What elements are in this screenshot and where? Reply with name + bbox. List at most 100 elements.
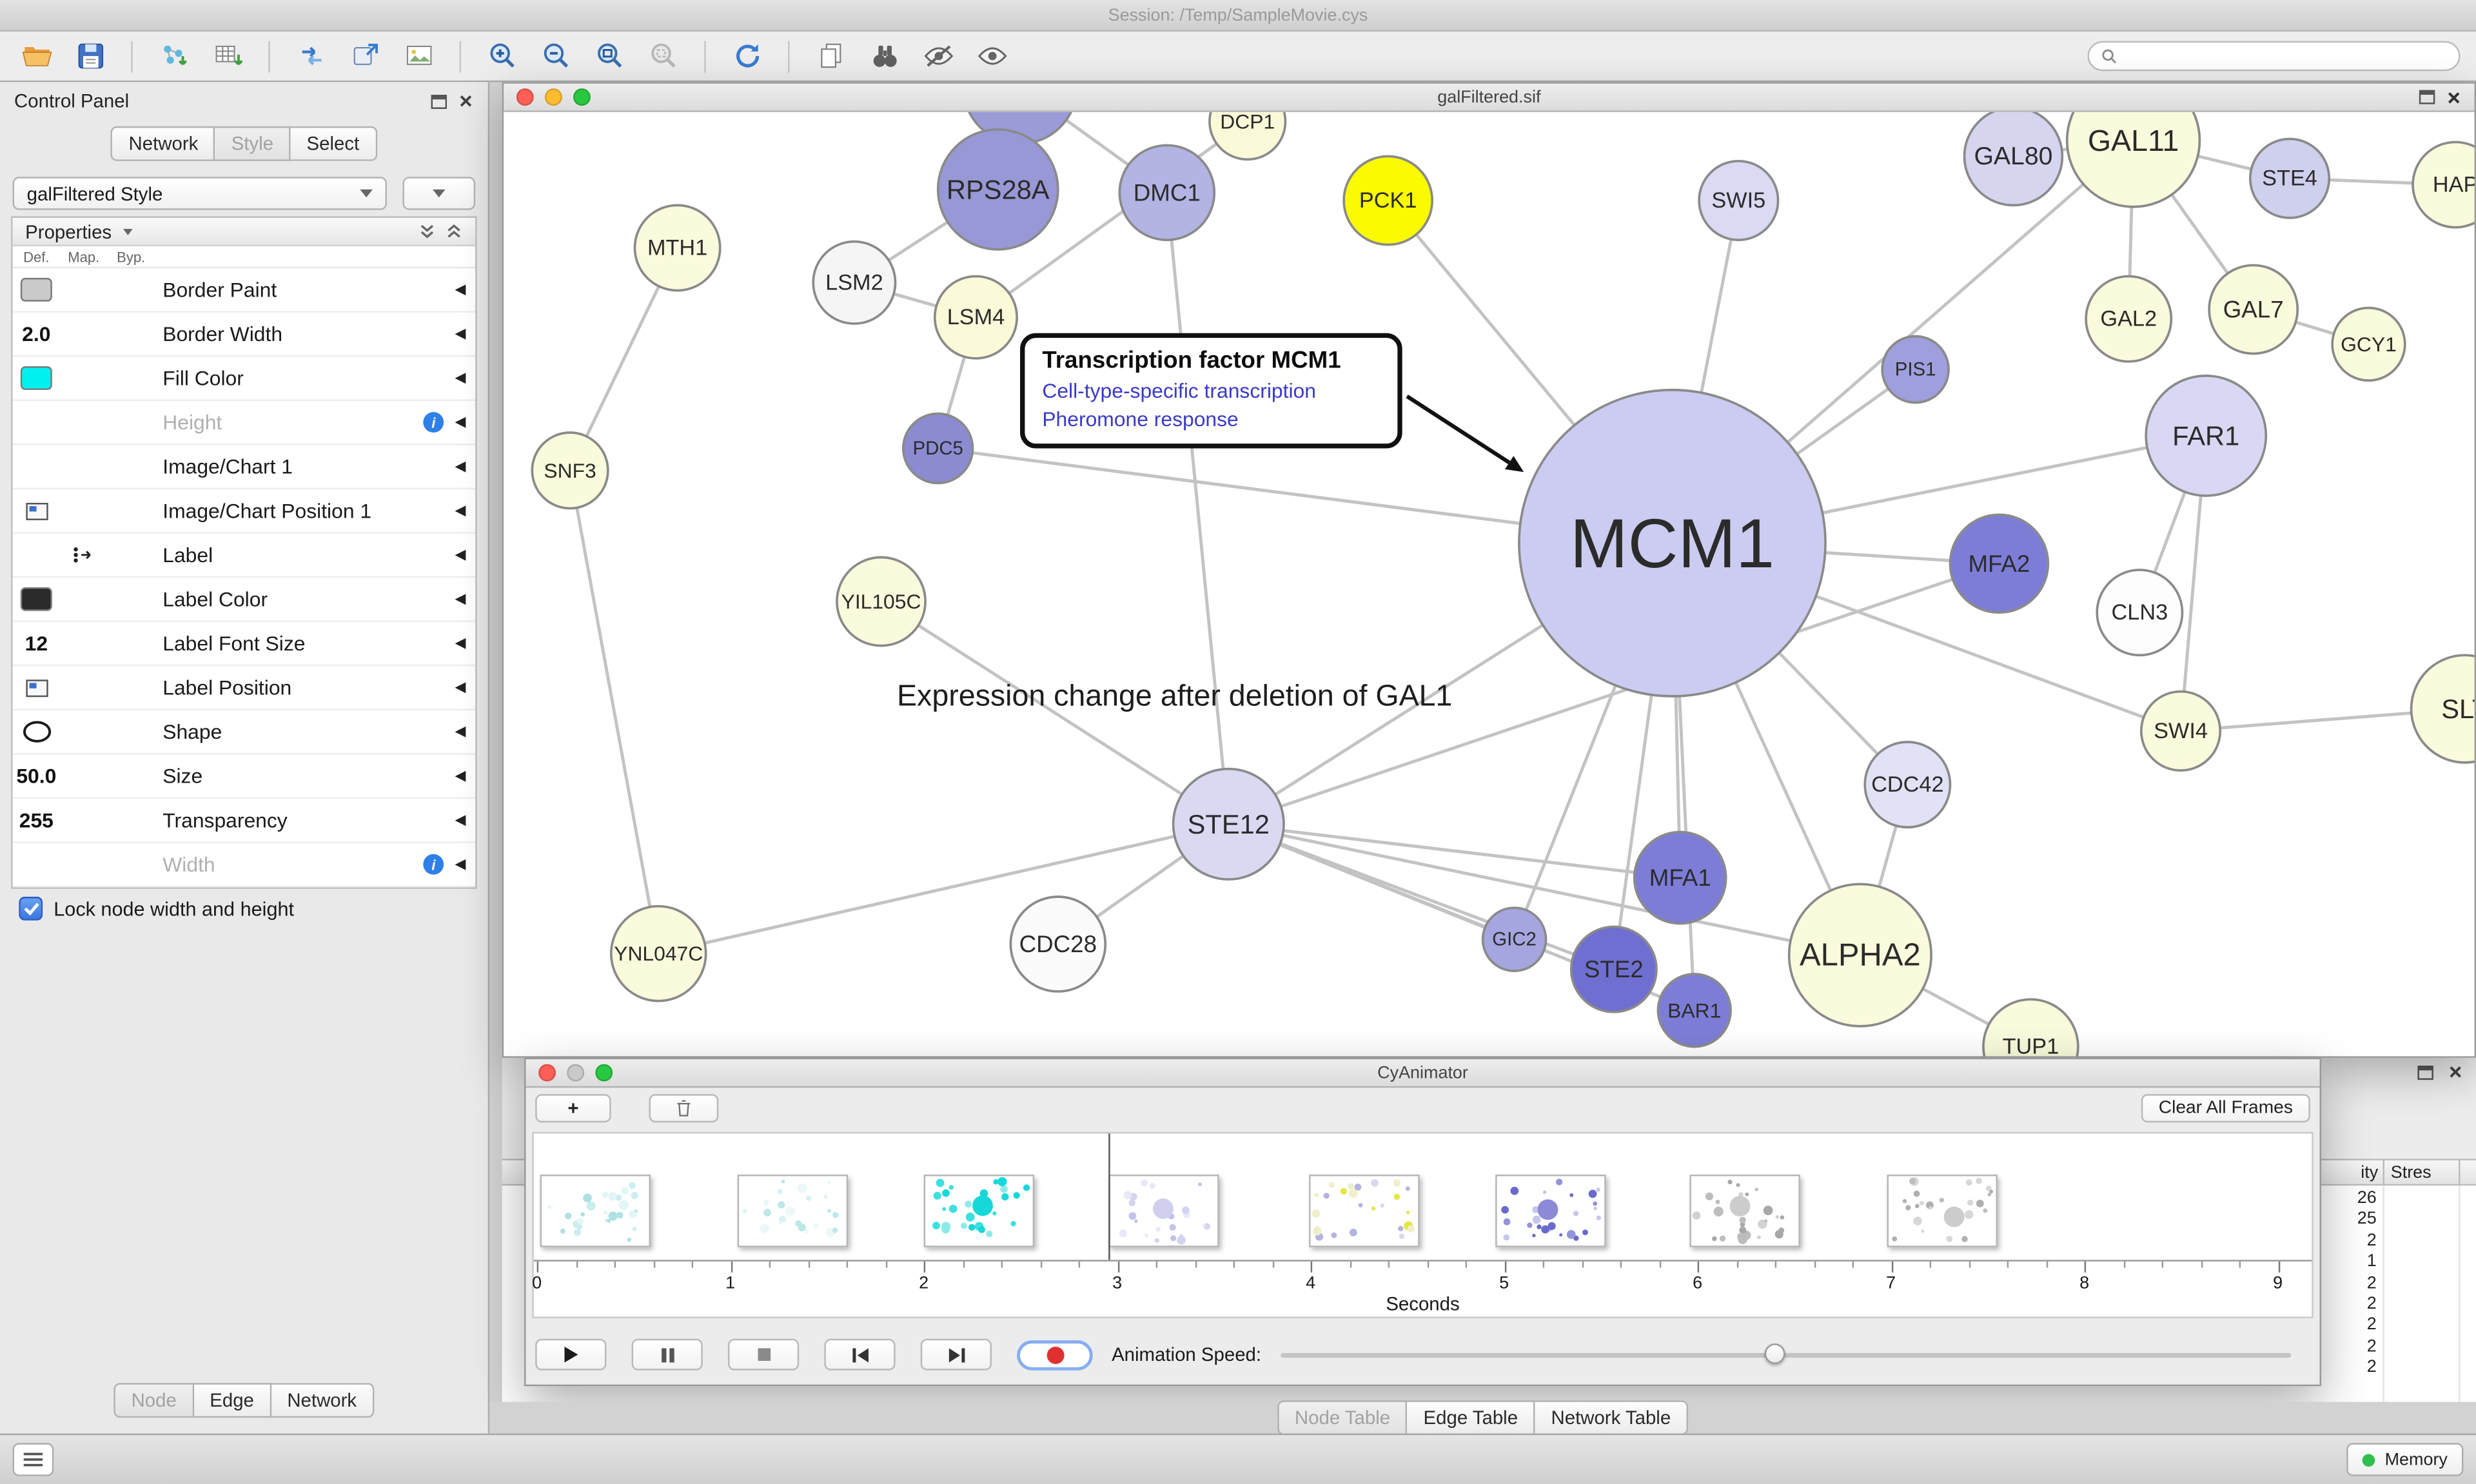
record-button[interactable]: [1017, 1339, 1093, 1370]
memory-button[interactable]: Memory: [2346, 1443, 2464, 1476]
node-PCK1[interactable]: [1342, 155, 1434, 246]
slider-thumb[interactable]: [1765, 1343, 1786, 1364]
node-CDC42[interactable]: [1863, 741, 1952, 829]
table-cell[interactable]: 25: [2357, 1209, 2377, 1229]
table-cell[interactable]: 2: [2366, 1231, 2377, 1251]
panel-menu-button[interactable]: [12, 1443, 54, 1476]
frame-thumbnail-2[interactable]: [737, 1175, 849, 1247]
property-row-border-paint[interactable]: Border Paint◀: [12, 268, 476, 313]
network-window-titlebar[interactable]: galFiltered.sif: [504, 83, 2475, 112]
expand-all-icon[interactable]: [446, 222, 463, 240]
frame-thumbnail-5[interactable]: [1309, 1175, 1420, 1247]
show-all-button[interactable]: [971, 35, 1012, 77]
node-CDC28[interactable]: [1009, 895, 1107, 993]
node-STE4[interactable]: [2248, 137, 2331, 219]
node-YIL105C[interactable]: [836, 556, 927, 647]
frame-thumbnail-6[interactable]: [1495, 1175, 1606, 1247]
style-options-dropdown[interactable]: [402, 177, 476, 210]
table-cell[interactable]: 2: [2366, 1358, 2377, 1377]
property-row-label-position[interactable]: Label Position◀: [12, 666, 476, 711]
property-row-label[interactable]: Label◀: [12, 533, 476, 578]
export-table-button[interactable]: [344, 35, 386, 77]
node-ALPHA2[interactable]: [1787, 883, 1932, 1028]
node-BAR1[interactable]: [1656, 973, 1732, 1048]
collapse-arrow-icon[interactable]: ◀: [455, 280, 466, 297]
node-PIS1[interactable]: [1881, 335, 1950, 404]
close-icon[interactable]: [2448, 1064, 2463, 1080]
edge-STE12-ALPHA2[interactable]: [1228, 822, 1861, 957]
node-STE12[interactable]: [1172, 767, 1285, 881]
play-button[interactable]: [535, 1338, 607, 1371]
node-LSM2[interactable]: [812, 240, 897, 325]
node-STE2[interactable]: [1569, 925, 1658, 1013]
collapse-arrow-icon[interactable]: ◀: [455, 679, 466, 695]
pause-button[interactable]: [631, 1338, 703, 1371]
properties-header[interactable]: Properties: [12, 217, 476, 247]
node-LSM4[interactable]: [933, 275, 1018, 360]
default-value-swatch[interactable]: [20, 278, 52, 302]
previous-frame-button[interactable]: [824, 1338, 896, 1371]
node-FAR1[interactable]: [2145, 375, 2268, 497]
table-tab-node-table[interactable]: Node Table: [1277, 1400, 1408, 1436]
collapse-arrow-icon[interactable]: ◀: [455, 369, 466, 386]
minimize-traffic-button[interactable]: [544, 88, 562, 106]
table-cell[interactable]: 26: [2357, 1189, 2377, 1208]
frame-thumbnail-3[interactable]: [923, 1175, 1035, 1247]
export-network-button[interactable]: [291, 35, 332, 77]
collapse-arrow-icon[interactable]: ◀: [455, 767, 466, 783]
cyanimator-titlebar[interactable]: CyAnimator: [526, 1059, 2320, 1088]
table-cell[interactable]: 2: [2366, 1315, 2377, 1335]
float-window-icon[interactable]: [2419, 90, 2435, 104]
zoom-traffic-button[interactable]: [573, 88, 591, 106]
collapse-arrow-icon[interactable]: ◀: [455, 590, 466, 607]
table-column-header[interactable]: Stres: [2390, 1163, 2432, 1183]
table-cell[interactable]: 2: [2366, 1273, 2377, 1293]
node-MFA2[interactable]: [1949, 513, 2050, 614]
edge-STE12-MFA2[interactable]: [1228, 561, 2000, 826]
edge-STE12-YNL047C[interactable]: [658, 822, 1229, 955]
close-traffic-button[interactable]: [516, 88, 534, 106]
delete-frame-button[interactable]: [649, 1094, 719, 1123]
close-icon[interactable]: [458, 93, 473, 108]
export-image-button[interactable]: [398, 35, 439, 77]
lock-checkbox[interactable]: [19, 897, 43, 921]
annotation-link[interactable]: Pheromone response: [1042, 407, 1239, 431]
node-SLT[interactable]: [2410, 654, 2475, 764]
node-HAP[interactable]: [2412, 141, 2475, 229]
control-tab-network[interactable]: Network: [111, 126, 216, 161]
collapse-arrow-icon[interactable]: ◀: [455, 723, 466, 739]
table-tab-network-table[interactable]: Network Table: [1535, 1400, 1689, 1436]
stop-button[interactable]: [727, 1338, 800, 1371]
node-PDC5[interactable]: [901, 412, 974, 485]
float-window-icon[interactable]: [2417, 1064, 2433, 1079]
node-RPS28A[interactable]: [936, 128, 1059, 251]
collapse-arrow-icon[interactable]: ◀: [455, 855, 466, 872]
node-YNL047C[interactable]: [609, 904, 707, 1002]
node-CLN3[interactable]: [2096, 569, 2184, 657]
node-MFA1[interactable]: [1633, 830, 1727, 925]
collapse-arrow-icon[interactable]: ◀: [455, 502, 466, 518]
search-input[interactable]: [2127, 46, 2448, 66]
zoom-traffic-button[interactable]: [595, 1064, 613, 1082]
find-button[interactable]: [864, 35, 905, 77]
edge-DCP1-LSM4[interactable]: [975, 120, 1249, 319]
add-frame-button[interactable]: +: [535, 1094, 611, 1123]
property-row-label-color[interactable]: Label Color◀: [12, 578, 476, 622]
collapse-arrow-icon[interactable]: ◀: [455, 413, 466, 430]
panel-tab-node[interactable]: Node: [113, 1383, 194, 1418]
info-icon[interactable]: i: [423, 854, 444, 875]
frame-thumbnail-7[interactable]: [1689, 1175, 1800, 1247]
node-GCY1[interactable]: [2331, 306, 2406, 382]
zoom-in-button[interactable]: [482, 35, 523, 77]
table-tab-edge-table[interactable]: Edge Table: [1408, 1400, 1536, 1436]
animation-speed-slider[interactable]: [1280, 1339, 2292, 1371]
frame-thumbnail-8[interactable]: [1887, 1175, 1998, 1247]
node-MCM1[interactable]: [1518, 389, 1827, 698]
edge-DMC1-STE12[interactable]: [1165, 192, 1230, 825]
zoom-selected-button[interactable]: [643, 35, 684, 77]
